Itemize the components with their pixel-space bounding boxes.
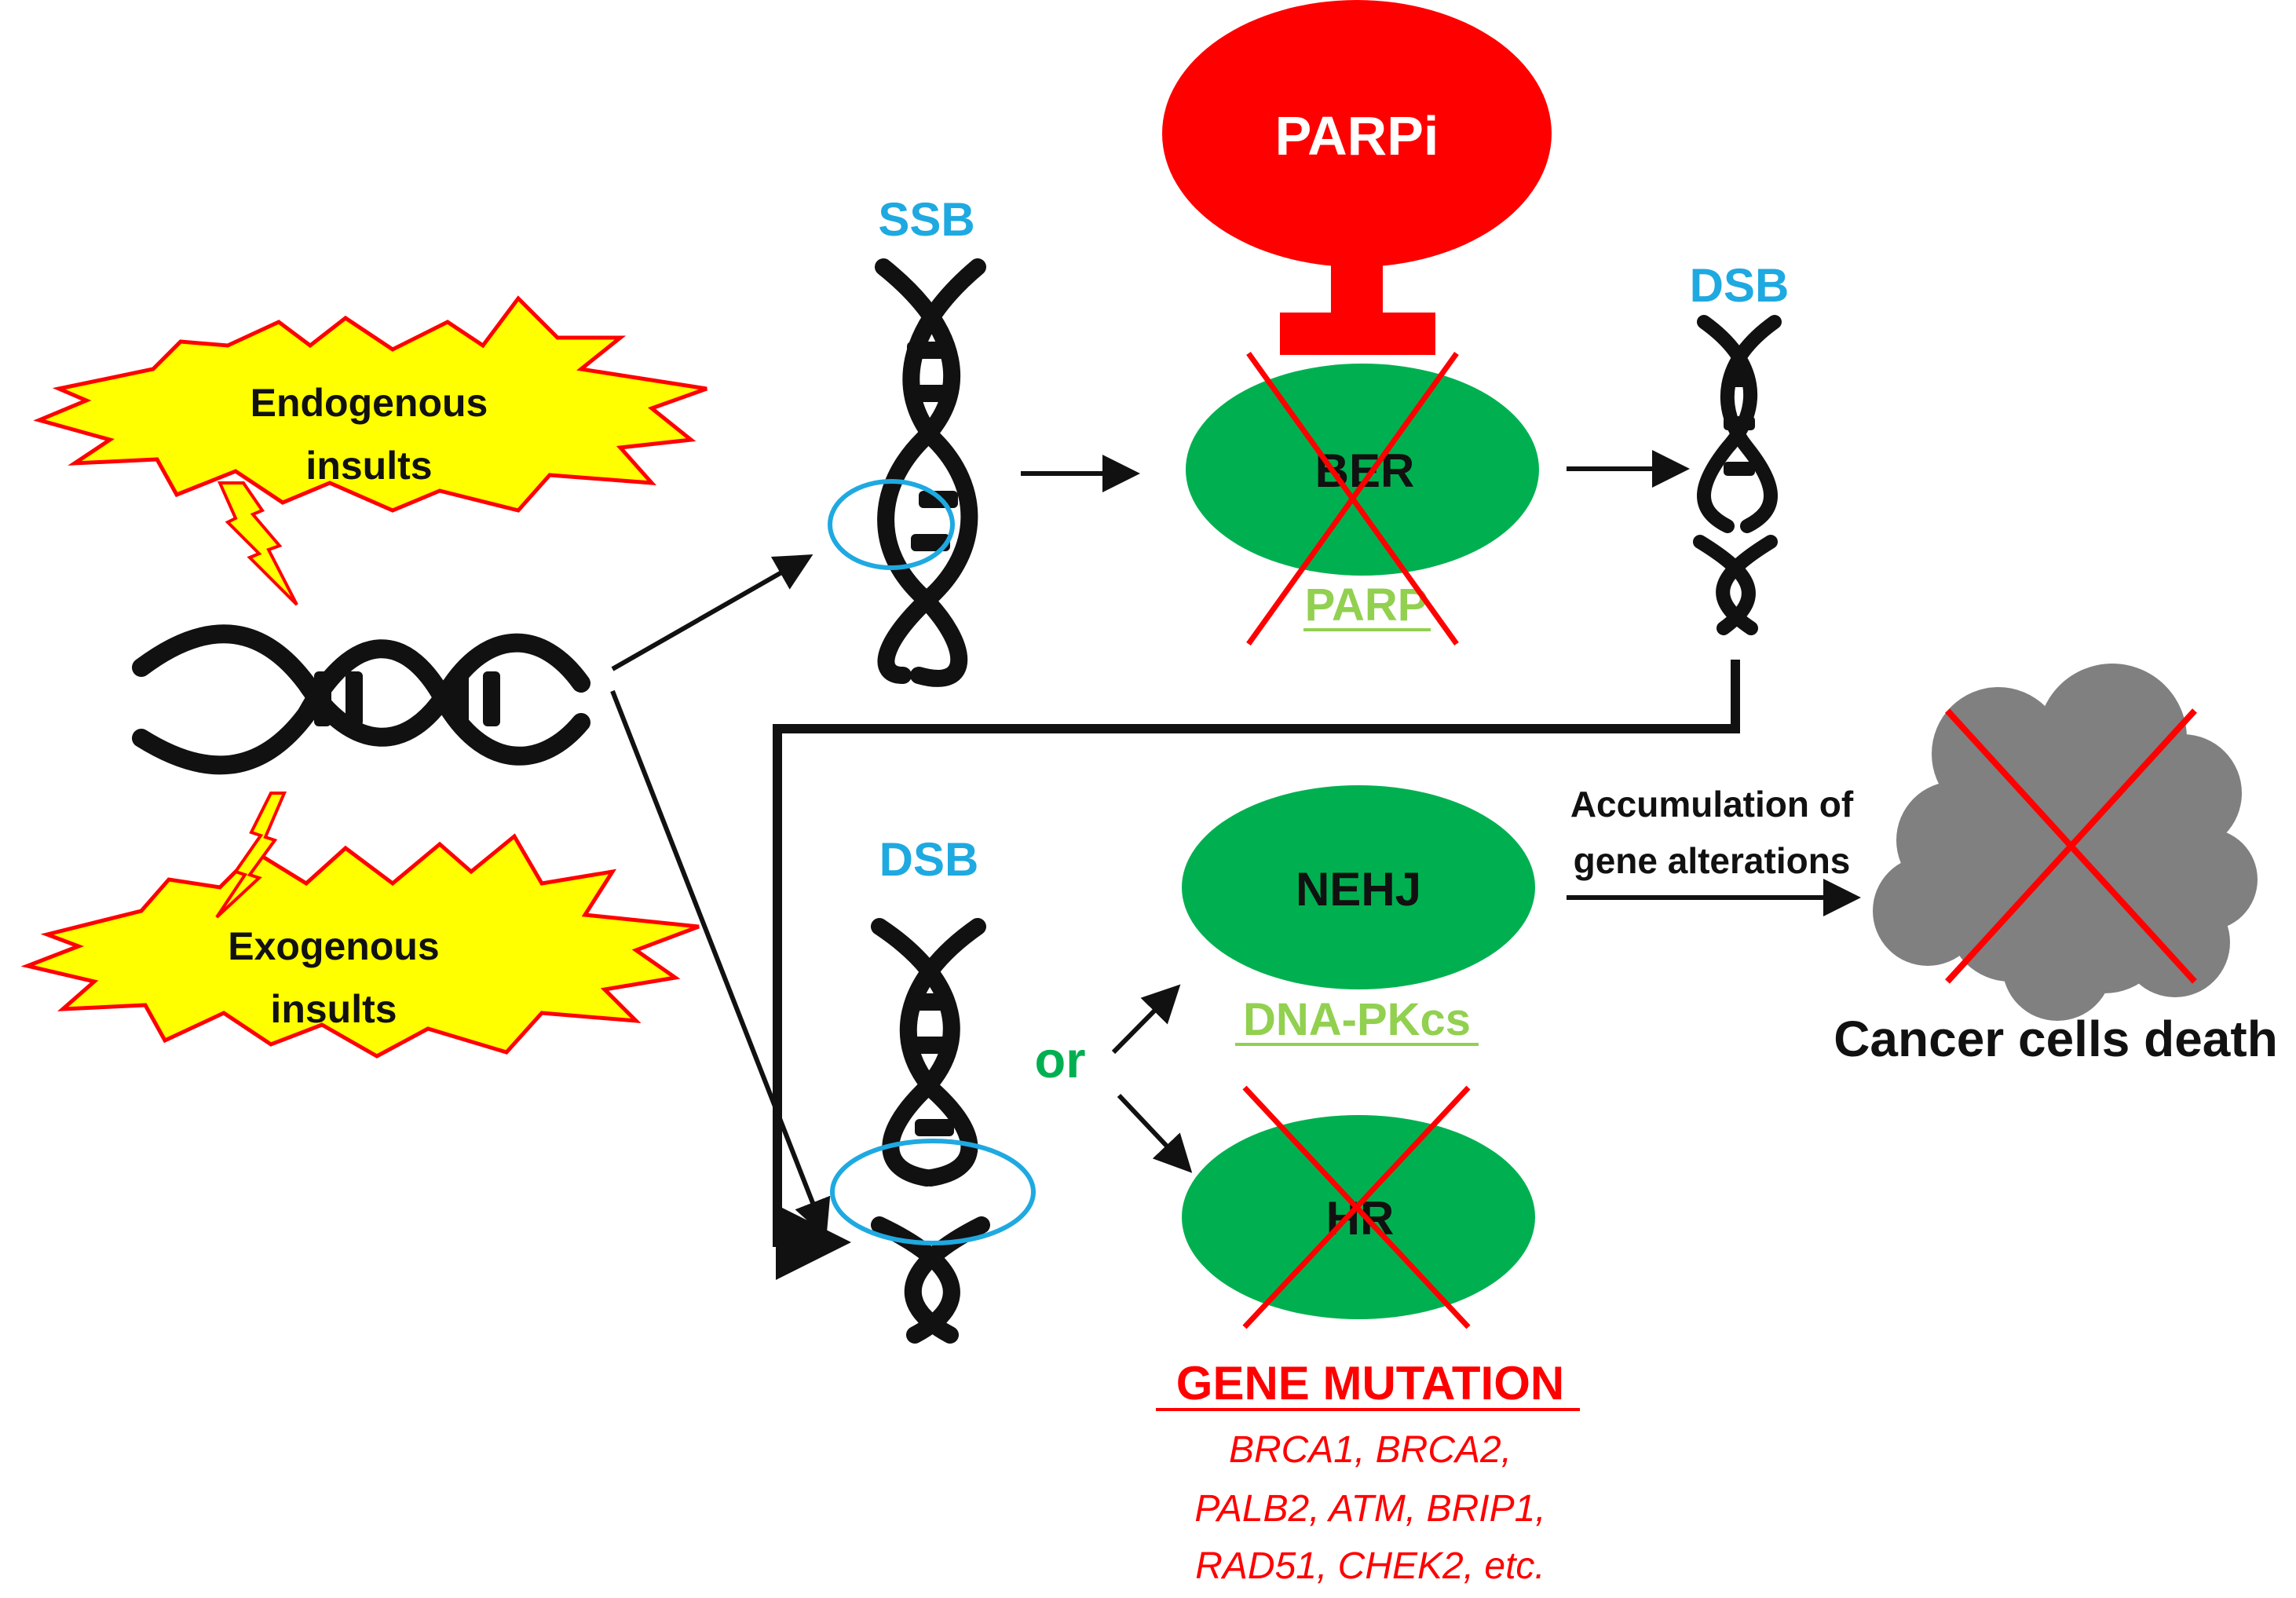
- exogenous-label-line2: insults: [270, 987, 397, 1031]
- parpi-label: PARPi: [1275, 105, 1439, 166]
- lightning-icon: [215, 792, 287, 919]
- top-dsb-label: DSB: [1690, 259, 1790, 312]
- dnapkcs-label: DNA-PKcs: [1243, 994, 1471, 1045]
- cancer-death-label: Cancer cells death: [1834, 1011, 2278, 1067]
- arrow-to-bottom-dsb: [610, 689, 831, 1238]
- inhibitor-t-icon: [1280, 313, 1435, 355]
- or-label: or: [1035, 1031, 1086, 1088]
- dna-helix-icon: [132, 624, 590, 775]
- feedback-connector: [773, 660, 1740, 1280]
- dna-helix-icon: [1693, 315, 1782, 635]
- arrow-to-ssb: [611, 554, 813, 671]
- hr-node: [1182, 1115, 1535, 1319]
- cross-icon: [1242, 1085, 1471, 1329]
- accumulation-label-line1: Accumulation of: [1570, 784, 1854, 825]
- endogenous-label-line1: Endogenous: [250, 381, 488, 425]
- nehj-node: [1182, 785, 1535, 989]
- ssb-break-highlight: [828, 479, 955, 570]
- gene-mutation-title: GENE MUTATION: [1176, 1357, 1564, 1410]
- accumulation-label-line2: gene alterations: [1574, 840, 1851, 881]
- lightning-icon: [217, 481, 298, 606]
- parp-label: PARP: [1305, 580, 1428, 631]
- dna-helix-icon: [871, 918, 990, 1344]
- gene-mutation-genes-line1: BRCA1, BRCA2,: [1229, 1429, 1512, 1471]
- cross-icon: [1945, 708, 2197, 984]
- dna-helix-icon: [875, 258, 986, 687]
- arrow-or-to-hr: [1117, 1093, 1193, 1173]
- exogenous-label-line1: Exogenous: [228, 924, 439, 968]
- arrow-or-to-nehj: [1111, 984, 1181, 1055]
- gene-mutation-genes-line3: RAD51, CHEK2, etc.: [1195, 1545, 1545, 1587]
- ssb-label: SSB: [878, 193, 974, 246]
- endogenous-label-line2: insults: [305, 444, 432, 488]
- cell-cluster-icon: [1873, 664, 2258, 1021]
- cross-icon: [1246, 351, 1459, 646]
- ber-node: [1186, 364, 1539, 576]
- exogenous-burst: [20, 833, 700, 1059]
- nehj-label: NEHJ: [1296, 863, 1421, 916]
- parpi-node: [1162, 0, 1552, 267]
- bottom-dsb-label: DSB: [879, 833, 979, 886]
- gene-mutation-genes-line2: PALB2, ATM, BRIP1,: [1194, 1488, 1545, 1530]
- dsb-break-highlight: [830, 1139, 1036, 1245]
- endogenous-burst: [33, 295, 707, 513]
